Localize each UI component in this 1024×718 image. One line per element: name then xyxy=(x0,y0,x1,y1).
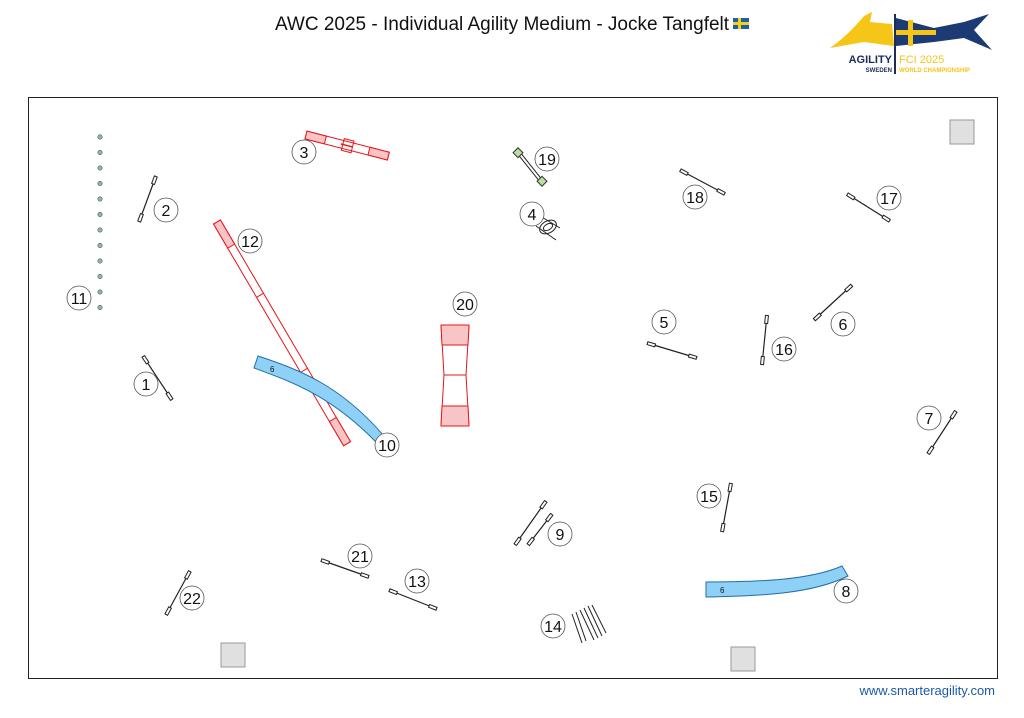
obstacle-number-text: 16 xyxy=(775,342,793,359)
obstacle-number: 12 xyxy=(237,228,263,254)
obstacle-number: 5 xyxy=(651,309,677,335)
jump xyxy=(926,409,958,456)
obstacle-number: 2 xyxy=(153,197,179,223)
obstacle-number-text: 14 xyxy=(544,619,562,636)
obstacle-number: 1 xyxy=(133,371,159,397)
obstacle-number: 19 xyxy=(534,146,560,172)
obstacle-number: 11 xyxy=(66,285,92,311)
jump xyxy=(760,314,769,366)
obstacle-number: 20 xyxy=(452,291,478,317)
jump xyxy=(137,175,158,223)
obstacle-number-text: 9 xyxy=(556,527,565,544)
tunnel-label: 6 xyxy=(270,365,275,374)
jump xyxy=(513,499,548,547)
obstacle-number-text: 7 xyxy=(925,411,934,428)
obstacle-number: 22 xyxy=(179,585,205,611)
obstacle-number-text: 19 xyxy=(538,152,556,169)
weave-pole xyxy=(97,150,103,156)
obstacle-number-text: 17 xyxy=(880,191,898,208)
weave-pole xyxy=(97,227,103,233)
jump xyxy=(320,558,370,579)
tunnel: 6 xyxy=(705,565,849,598)
obstacle-number-text: 1 xyxy=(142,377,151,394)
weave-pole xyxy=(97,289,103,295)
jump xyxy=(812,283,854,322)
obstacle-number-text: 8 xyxy=(842,584,851,601)
page-title: AWC 2025 - Individual Agility Medium - J… xyxy=(0,14,1024,36)
jump xyxy=(646,341,698,360)
jump xyxy=(141,354,174,402)
weave-pole xyxy=(97,165,103,171)
footer-link[interactable]: www.smarteragility.com xyxy=(859,683,995,698)
logo-text: SWEDEN xyxy=(866,68,892,74)
obstacle-number: 8 xyxy=(833,578,859,604)
obstacle-number: 10 xyxy=(374,432,400,458)
weave-pole xyxy=(97,212,103,218)
judge-marker xyxy=(220,642,246,668)
obstacle-number-text: 22 xyxy=(183,591,201,608)
obstacle-number: 17 xyxy=(876,185,902,211)
weave-pole xyxy=(97,181,103,187)
weave-pole xyxy=(97,243,103,249)
obstacle-number-text: 20 xyxy=(456,297,474,314)
obstacle-number: 13 xyxy=(404,568,430,594)
logo-text: WORLD CHAMPIONSHIP xyxy=(899,68,970,74)
obstacle-number-text: 11 xyxy=(71,291,88,308)
obstacle-number-text: 21 xyxy=(351,549,369,566)
obstacle-number: 18 xyxy=(682,184,708,210)
weave-pole xyxy=(97,196,103,202)
logo: AGILITY SWEDEN FCI 2025 WORLD CHAMPIONSH… xyxy=(830,12,992,74)
sweden-flag-icon xyxy=(733,18,750,29)
jump xyxy=(720,482,733,533)
wall-jump xyxy=(571,604,607,644)
obstacle-number-text: 15 xyxy=(700,489,718,506)
obstacle-number-text: 18 xyxy=(686,190,704,207)
tunnel-label: 6 xyxy=(720,586,725,595)
dogwalk xyxy=(212,219,352,447)
logo-text: AGILITY xyxy=(849,54,893,66)
jump xyxy=(164,570,192,616)
obstacle-number: 9 xyxy=(547,521,573,547)
logo-text: FCI 2025 xyxy=(899,54,944,66)
obstacle-number-text: 12 xyxy=(241,234,259,251)
obstacle-number-text: 13 xyxy=(408,574,426,591)
obstacle-number: 4 xyxy=(519,201,545,227)
long-jump-bar xyxy=(512,147,548,187)
ring-border xyxy=(28,97,998,679)
jump xyxy=(388,588,438,611)
obstacle-number: 7 xyxy=(916,405,942,431)
a-frame xyxy=(440,324,470,427)
obstacle-number: 21 xyxy=(347,543,373,569)
obstacle-number-text: 5 xyxy=(660,315,669,332)
jump xyxy=(679,168,726,196)
jump xyxy=(526,512,554,547)
obstacle-number-text: 10 xyxy=(378,438,396,455)
judge-marker xyxy=(730,646,756,672)
obstacle-number: 3 xyxy=(291,139,317,165)
judge-marker xyxy=(949,119,975,145)
obstacle-number: 15 xyxy=(696,483,722,509)
seesaw xyxy=(304,130,390,161)
obstacle-number-text: 3 xyxy=(300,145,309,162)
obstacle-number: 14 xyxy=(540,613,566,639)
jumps xyxy=(137,168,958,616)
obstacle-number-text: 6 xyxy=(839,317,848,334)
obstacle-number-text: 2 xyxy=(162,203,171,220)
title-text: AWC 2025 - Individual Agility Medium - J… xyxy=(274,14,730,35)
obstacle-number-text: 4 xyxy=(528,207,537,224)
weave-pole xyxy=(97,134,103,140)
weave-pole xyxy=(97,273,103,279)
obstacle-number: 6 xyxy=(830,311,856,337)
weave-pole xyxy=(97,304,103,310)
obstacle-number: 16 xyxy=(771,336,797,362)
weave-poles xyxy=(97,134,103,310)
jump xyxy=(845,192,892,223)
weave-pole xyxy=(97,258,103,264)
